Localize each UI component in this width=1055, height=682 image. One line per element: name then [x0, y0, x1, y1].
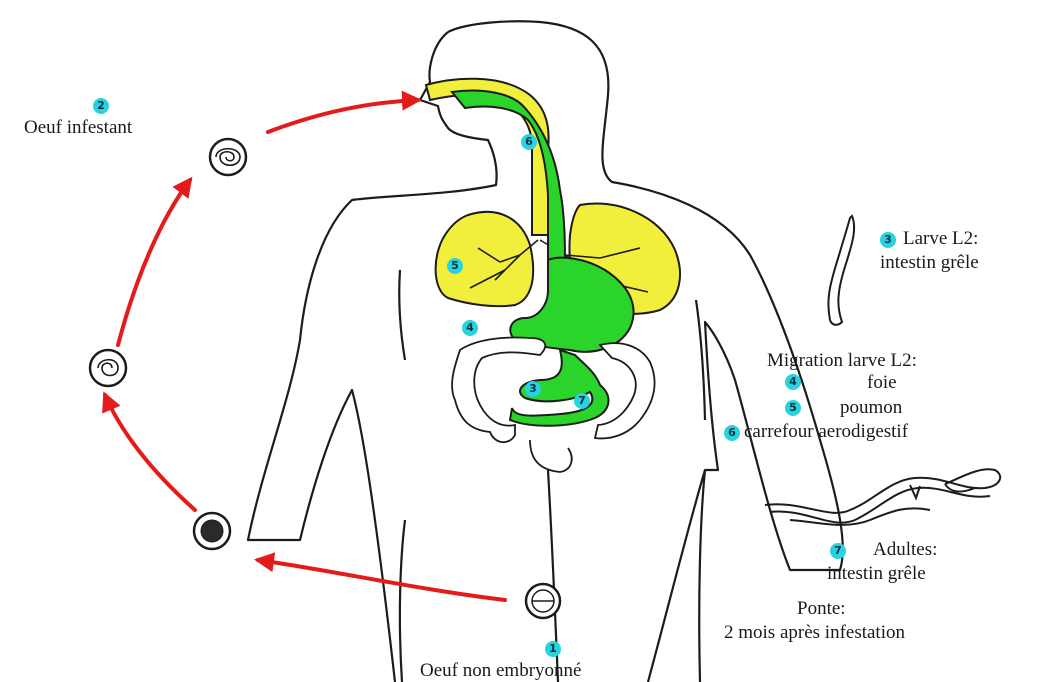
large-intestine: [452, 338, 655, 473]
marker-7: 7: [574, 393, 590, 409]
stage-1-label: Oeuf non embryonné: [420, 660, 581, 682]
egg-unembryonated: [526, 584, 560, 618]
marker-3: 3: [525, 381, 541, 397]
cycle-arrows: [105, 100, 505, 600]
arrow-infestant-to-mouth: [268, 100, 418, 132]
stage-2-badge: 2: [93, 98, 109, 114]
ponte-title: Ponte:: [797, 598, 846, 620]
larva-l2-drawing: [828, 216, 854, 325]
marker-5: 5: [447, 258, 463, 274]
stage-1-badge: 1: [545, 641, 561, 657]
stage-4-badge: 4: [785, 374, 801, 390]
stage-5-badge: 5: [785, 400, 801, 416]
stage-5-label: poumon: [840, 397, 902, 419]
egg-larva-forming: [90, 350, 126, 386]
stage-3-label-a: Larve L2:: [903, 228, 978, 250]
egg-embryonated: [194, 513, 230, 549]
stage-4-label: foie: [867, 372, 897, 394]
stage-6-badge: 6: [724, 425, 740, 441]
arrow-embryo-to-larva: [105, 395, 195, 510]
adult-worm-drawing: [765, 469, 1000, 525]
stage-3-label-b: intestin grêle: [880, 252, 979, 274]
stage-6-label: carrefour aerodigestif: [744, 421, 908, 443]
stage-3-badge: 3: [880, 232, 896, 248]
stage-7-label-b: intestin grêle: [827, 563, 926, 585]
egg-infestant: [210, 139, 246, 175]
stage-2-label: Oeuf infestant: [24, 117, 132, 139]
ponte-timing: 2 mois après infestation: [724, 622, 905, 644]
marker-4: 4: [462, 320, 478, 336]
marker-6: 6: [521, 134, 537, 150]
arrow-larva-to-infestant: [118, 180, 190, 345]
stage-7-badge: 7: [830, 543, 846, 559]
migration-title: Migration larve L2:: [767, 350, 917, 372]
stage-7-label-a: Adultes:: [873, 539, 937, 561]
